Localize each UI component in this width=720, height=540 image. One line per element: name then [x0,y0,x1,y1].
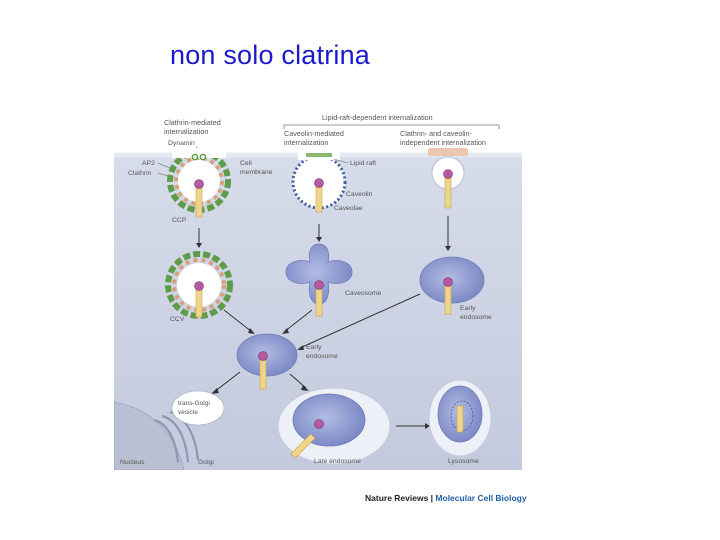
ccv-label: CCV [170,316,185,323]
early-endosome-right-ligand [444,278,453,287]
cell-membrane-label-1: Cell [240,160,252,167]
independent-raft [428,148,468,156]
clathrin-label: Clathrin [128,170,152,177]
ccp-opening [172,148,226,158]
lysosome [429,380,491,456]
ccp-ligand [195,180,204,189]
independent-label-2: independent internalization [400,138,486,147]
ccp-label: CCP [172,217,187,224]
figure-credit: Nature Reviews | Molecular Cell Biology [365,493,527,503]
early-endosome-right-receptor [445,285,451,314]
clathrin-mediated-label-1: Clathrin-mediated [164,118,221,127]
late-endosome-ligand [315,420,324,429]
early-endosome-right-label-2: endosome [460,314,492,321]
early-endosome-center-ligand [259,352,268,361]
clathrin-mediated-label-2: internalization [164,127,208,136]
ccv-ligand [195,282,204,291]
caveosome-receptor [316,288,322,316]
lipid-raft-label: Lipid raft [350,160,376,167]
independent-label-1: Clathrin- and caveolin- [400,129,473,138]
trans-golgi-vesicle [172,391,224,425]
trans-golgi-label-1: trans-Golgi [178,400,210,407]
independent-ligand [444,170,453,179]
ap2-label: AP2 [142,160,155,167]
early-endosome-right-label-1: Early [460,305,476,312]
trans-golgi-label-2: vesicle [178,409,198,416]
cell-membrane-label-2: membrane [240,169,273,176]
late-endosome [278,388,390,464]
dynamin-ring [192,154,197,159]
golgi-label: Golgi [198,459,214,466]
early-endosome-center-label-2: endosome [306,353,338,360]
nucleus-label: Nucleus [120,459,145,466]
caveolae-ligand [315,179,324,188]
caveolin-label: Caveolin [346,191,373,198]
late-endosome-label: Late endosome [314,458,361,465]
caveosome-ligand [315,281,324,290]
early-endosome-center-label-1: Early [306,344,322,351]
credit-publisher: Nature Reviews [365,493,428,503]
credit-journal: Molecular Cell Biology [435,493,526,503]
lysosome-receptor [457,406,463,432]
early-endosome-center-receptor [260,359,266,389]
caveolin-mediated-label-1: Caveolin-mediated [284,129,344,138]
caveosome-label: Caveosome [345,290,381,297]
ccv-receptor [196,290,202,317]
dynamin-ring-2 [200,154,205,159]
caveolae-label: Caveolae [334,205,363,212]
dynamin-label: Dynamin [168,140,195,147]
late-endosome-inner [293,394,365,446]
lipid-raft-dependent-label: Lipid-raft-dependent internalization [322,113,433,122]
lysosome-label: Lysosome [448,458,479,465]
caveolin-mediated-label-2: internalization [284,138,328,147]
ccp-receptor [196,187,202,217]
endocytosis-figure: Clathrin-mediated internalization Lipid-… [114,102,522,475]
clathrin-coated-vesicle [168,254,230,317]
slide-title: non solo clatrina [170,40,370,71]
endocytosis-diagram: Clathrin-mediated internalization Lipid-… [114,102,522,470]
caveolae-receptor [316,186,322,212]
independent-receptor [445,178,451,208]
